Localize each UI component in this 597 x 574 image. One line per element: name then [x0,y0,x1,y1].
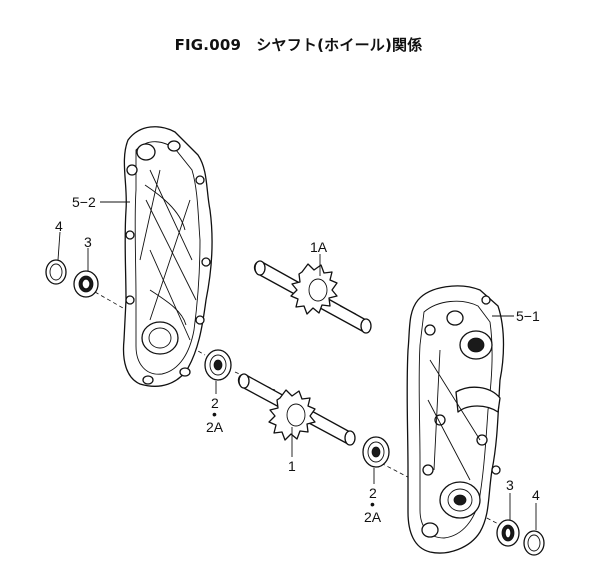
label-4-right: 4 [532,487,540,503]
bearing-2-right [362,436,390,468]
label-5-2: 5−2 [72,194,96,210]
label-2-right: 2 [369,485,377,501]
label-1: 1 [288,458,296,474]
oil-seal-3-right [496,519,520,547]
leader-lines [57,201,537,530]
ring-4-left [45,259,67,285]
housing-cover-5-2 [122,126,213,387]
label-2A-left: 2A [206,419,224,435]
label-3-right: 3 [506,477,514,493]
housing-case-5-1 [406,285,505,554]
oil-seal-3-left [73,270,99,298]
ring-4-right [523,530,545,556]
label-1A: 1A [310,239,328,255]
label-2A-right: 2A [364,509,382,525]
label-5-1: 5−1 [516,308,540,324]
label-dot-left: • [212,406,217,422]
label-3-left: 3 [84,234,92,250]
shaft-1 [237,373,356,446]
label-dot-right: • [370,496,375,512]
label-4-left: 4 [55,218,63,234]
label-2-left: 2 [211,395,219,411]
bearing-2-left [204,349,232,381]
figure-title: FIG.009 シヤフト(ホイール)関係 [174,36,423,54]
part-labels: 5−2 4 3 1A 5−1 2 • 2A 1 2 • 2A 3 4 [55,194,540,525]
shaft-1A [253,260,372,334]
